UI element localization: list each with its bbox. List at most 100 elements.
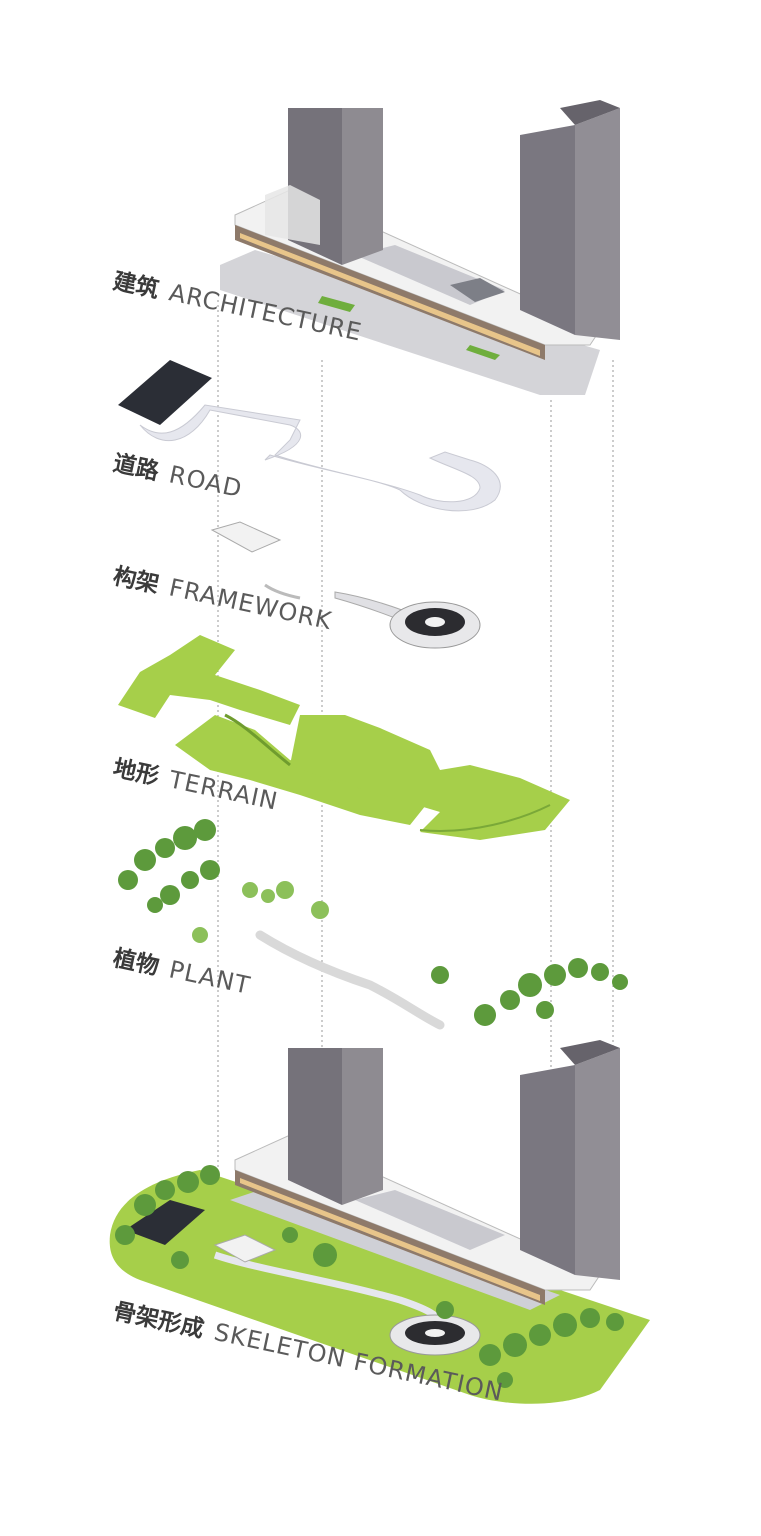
architecture-layer — [220, 100, 620, 395]
tree — [181, 871, 199, 889]
green-patch — [318, 296, 355, 312]
tree — [529, 1324, 551, 1346]
right-tower-top — [560, 1040, 620, 1065]
tree — [553, 1313, 577, 1337]
tree — [436, 1301, 454, 1319]
tree — [173, 826, 197, 850]
tree — [479, 1344, 501, 1366]
curved-walkway — [334, 591, 403, 621]
tree — [147, 897, 163, 913]
tree — [568, 958, 588, 978]
tree — [536, 1001, 554, 1019]
label-framework-cn: 构架 — [111, 562, 162, 598]
label-skeleton-cn: 骨架形成 — [111, 1298, 206, 1343]
shrub — [276, 881, 294, 899]
label-road: 道路 ROAD — [111, 448, 245, 503]
pergola-structure — [210, 521, 282, 553]
tree — [160, 885, 180, 905]
tree — [134, 849, 156, 871]
terrain-fold — [224, 713, 291, 767]
road-path — [139, 404, 501, 512]
tree — [431, 966, 449, 984]
tree — [474, 1004, 496, 1026]
label-plant-cn: 植物 — [111, 944, 162, 980]
label-plant-en: PLANT — [167, 955, 253, 1000]
label-road-cn: 道路 — [111, 449, 163, 485]
tree — [155, 838, 175, 858]
composite-glass-strip — [240, 1178, 540, 1301]
terrain-right — [290, 715, 570, 840]
tree — [497, 1372, 513, 1388]
green-patch — [466, 345, 500, 360]
terrain-left — [118, 635, 300, 725]
shrub — [192, 927, 208, 943]
tree — [282, 1227, 298, 1243]
terrain-middle — [175, 715, 430, 825]
tree — [500, 990, 520, 1010]
rooftop-solar — [450, 278, 505, 302]
tree — [171, 1251, 189, 1269]
plaza-paving — [230, 1190, 560, 1310]
tree — [612, 974, 628, 990]
svg-text:道路 ROAD: 道路 ROAD — [111, 448, 245, 503]
terrain-fold — [419, 804, 551, 832]
curved-wall — [264, 583, 301, 600]
tree — [194, 819, 216, 841]
podium-glass-strip — [240, 233, 540, 356]
right-tower-top — [560, 100, 620, 125]
shrub — [311, 901, 329, 919]
shrub-cluster — [192, 881, 329, 943]
tree-cluster-left — [118, 819, 220, 913]
tree — [200, 860, 220, 880]
label-road-en: ROAD — [167, 460, 245, 503]
svg-text:植物 PLANT: 植物 PLANT — [111, 943, 253, 999]
pergola-structure — [213, 1234, 277, 1263]
tree — [118, 870, 138, 890]
composite-left-tower — [288, 1048, 383, 1205]
yin-yang-mark — [425, 617, 445, 627]
label-plant: 植物 PLANT — [111, 943, 253, 999]
tree — [606, 1313, 624, 1331]
label-terrain-cn: 地形 — [111, 755, 161, 790]
tree-cluster-right — [431, 958, 628, 1026]
left-tower — [265, 108, 383, 265]
parking-lot — [125, 1200, 205, 1245]
composite-right-tower — [520, 1040, 620, 1280]
shrub-hedge-line — [255, 930, 445, 1030]
tree — [134, 1194, 156, 1216]
composite-trees — [115, 1165, 624, 1388]
left-tower-side — [342, 1048, 383, 1205]
tree — [580, 1308, 600, 1328]
right-tower-front — [520, 125, 575, 335]
tree — [177, 1171, 199, 1193]
framework-layer — [210, 521, 481, 649]
left-tower-annex — [265, 185, 320, 245]
road-layer — [118, 360, 501, 512]
right-tower-front — [520, 1065, 575, 1275]
yin-yang-mark — [425, 1329, 445, 1337]
right-tower-side — [575, 108, 620, 340]
tree — [544, 964, 566, 986]
tree — [155, 1180, 175, 1200]
shrub — [261, 889, 275, 903]
label-framework-en: FRAMEWORK — [167, 573, 335, 635]
tree — [200, 1165, 220, 1185]
skeleton-formation-layer — [109, 1040, 650, 1404]
tree — [518, 973, 542, 997]
composite-roof-panel — [355, 1190, 505, 1250]
tree — [115, 1225, 135, 1245]
label-framework: 构架 FRAMEWORK — [111, 561, 335, 635]
label-architecture-cn: 建筑 — [111, 267, 162, 303]
terrain-layer — [118, 635, 570, 840]
left-tower-side — [342, 108, 383, 265]
tree — [503, 1333, 527, 1357]
right-tower — [520, 100, 620, 340]
shrub — [242, 882, 258, 898]
plant-layer — [118, 819, 628, 1030]
svg-text:构架 FRAMEWORK: 构架 FRAMEWORK — [111, 561, 335, 635]
podium-base — [220, 250, 600, 395]
right-tower-side — [575, 1048, 620, 1280]
tree — [313, 1243, 337, 1267]
parking-lot — [118, 360, 212, 425]
